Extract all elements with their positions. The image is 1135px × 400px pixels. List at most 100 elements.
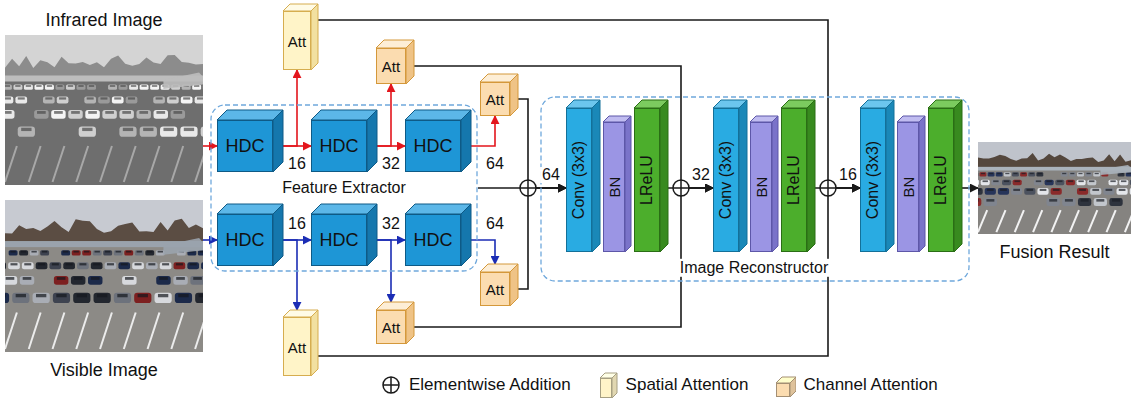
legend: Elementwise AdditionSpatial AttentionCha… [380, 372, 964, 398]
parking-line [1033, 210, 1042, 232]
car-window [1096, 199, 1104, 202]
car [24, 85, 33, 90]
car [84, 97, 96, 104]
car [1034, 180, 1043, 185]
box-top [311, 110, 377, 120]
box-side [807, 100, 815, 252]
block-label: Conv (3x3) [865, 141, 881, 219]
box-front [481, 83, 510, 116]
car [71, 276, 85, 285]
car [1109, 180, 1118, 185]
car [175, 293, 192, 303]
car [146, 262, 158, 269]
parking-line [100, 312, 112, 348]
parking-line [5, 312, 17, 348]
block-label: Conv (3x3) [571, 141, 587, 219]
car [18, 127, 35, 137]
car [1055, 180, 1064, 185]
box-side [954, 100, 962, 252]
car-window [190, 263, 197, 265]
channel-count: 32 [380, 216, 402, 232]
parking-line [76, 312, 88, 348]
parking-line [171, 312, 183, 348]
lrelu-layer: LReLU [634, 100, 668, 252]
car-window [21, 251, 26, 253]
car [5, 97, 13, 104]
addition-symbol [820, 180, 836, 196]
box-front [714, 109, 739, 252]
car-window [110, 85, 115, 87]
parking-line [100, 146, 112, 182]
car [51, 110, 65, 119]
car-window [5, 294, 6, 297]
hdc-block: HDC [311, 110, 377, 172]
car [140, 85, 149, 90]
connector [518, 188, 566, 289]
block-label: Att [486, 92, 504, 107]
car-window [74, 277, 83, 280]
car-window [116, 251, 121, 253]
car-window [37, 111, 46, 114]
car [201, 262, 203, 269]
car-window [107, 263, 114, 265]
car [1045, 180, 1054, 185]
car-window [87, 97, 94, 99]
image-title: Fusion Result [999, 242, 1109, 263]
hdc-block: HDC [405, 204, 471, 266]
car-window [1089, 180, 1094, 182]
car-window [123, 128, 133, 131]
car [1020, 172, 1027, 176]
car-window [89, 85, 94, 87]
addition-cross [520, 180, 536, 196]
block-label: LReLU [933, 155, 949, 205]
car-window [131, 85, 136, 87]
car-window [1127, 173, 1131, 174]
block-label: HDC [320, 137, 359, 155]
box-front [377, 311, 406, 344]
parking-line [171, 146, 183, 182]
module-group: HDCHDCHDCHDCHDCHDCFeature Extractor [210, 104, 478, 272]
car-window [1092, 189, 1099, 191]
car-window [82, 128, 92, 131]
car [1077, 188, 1088, 195]
car [105, 262, 117, 269]
car [22, 262, 34, 269]
car-window [97, 294, 107, 297]
car-window [128, 97, 135, 99]
car [1036, 172, 1043, 176]
car [9, 250, 18, 255]
block-label: Att [382, 320, 400, 335]
car-window [197, 97, 203, 99]
car [996, 172, 1003, 176]
car-window [66, 263, 73, 265]
car [132, 262, 144, 269]
car [88, 276, 102, 285]
car-window [193, 277, 202, 280]
car-window [45, 97, 52, 99]
box-top [217, 204, 283, 214]
car-window [1065, 199, 1073, 202]
block-label: BN [754, 177, 769, 198]
car [187, 262, 199, 269]
car-window [54, 111, 63, 114]
box-top [405, 204, 471, 214]
box-front [782, 109, 807, 252]
car-window [1053, 189, 1060, 191]
connector [203, 145, 217, 147]
addition-cross [383, 377, 399, 393]
car [1024, 188, 1035, 195]
addition-cross [673, 180, 689, 196]
car-window [200, 251, 203, 253]
legend-item: Channel Attention [774, 372, 937, 398]
car [1077, 180, 1086, 185]
car [1047, 198, 1060, 206]
car [198, 250, 203, 255]
shelter-roof [1100, 165, 1131, 175]
car [36, 262, 48, 269]
box-front [218, 121, 273, 172]
car [140, 127, 157, 137]
car-window [1078, 180, 1083, 182]
car [1077, 172, 1084, 176]
connector [471, 116, 495, 146]
